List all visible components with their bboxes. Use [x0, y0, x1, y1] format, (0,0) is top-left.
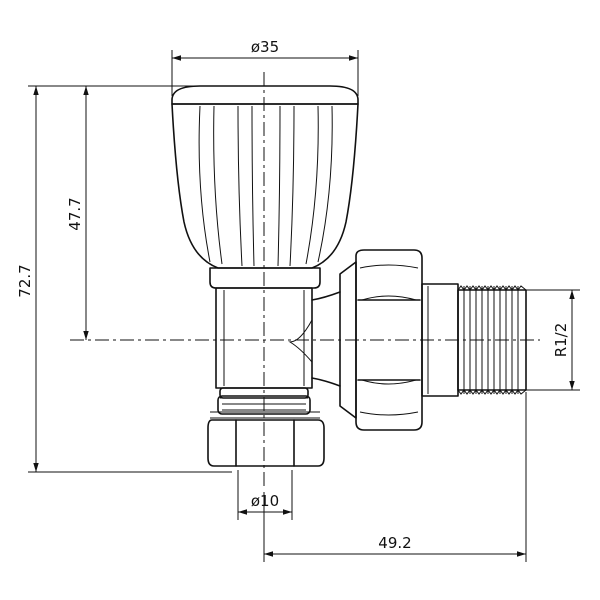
label-upper-height: 47.7: [66, 197, 84, 230]
dimension-thread-size: R1/2: [526, 289, 580, 391]
dimension-total-height: 72.7: [16, 85, 232, 473]
label-pipe-diameter: ø10: [251, 492, 279, 510]
label-head-diameter: ø35: [251, 38, 279, 56]
side-hex-nut: [339, 249, 423, 431]
compression-nut: [207, 411, 325, 467]
label-thread-size: R1/2: [552, 323, 570, 358]
label-total-height: 72.7: [16, 264, 34, 297]
center-lines: [70, 72, 540, 490]
dimension-pipe-diameter: ø10: [237, 470, 293, 520]
dimension-outlet-length: 49.2: [263, 392, 527, 562]
label-outlet-length: 49.2: [378, 534, 411, 552]
valve-body: [215, 287, 341, 415]
dimension-head-diameter: ø35: [171, 38, 359, 96]
handwheel: [171, 85, 359, 289]
dimension-upper-height: 47.7: [66, 86, 89, 340]
